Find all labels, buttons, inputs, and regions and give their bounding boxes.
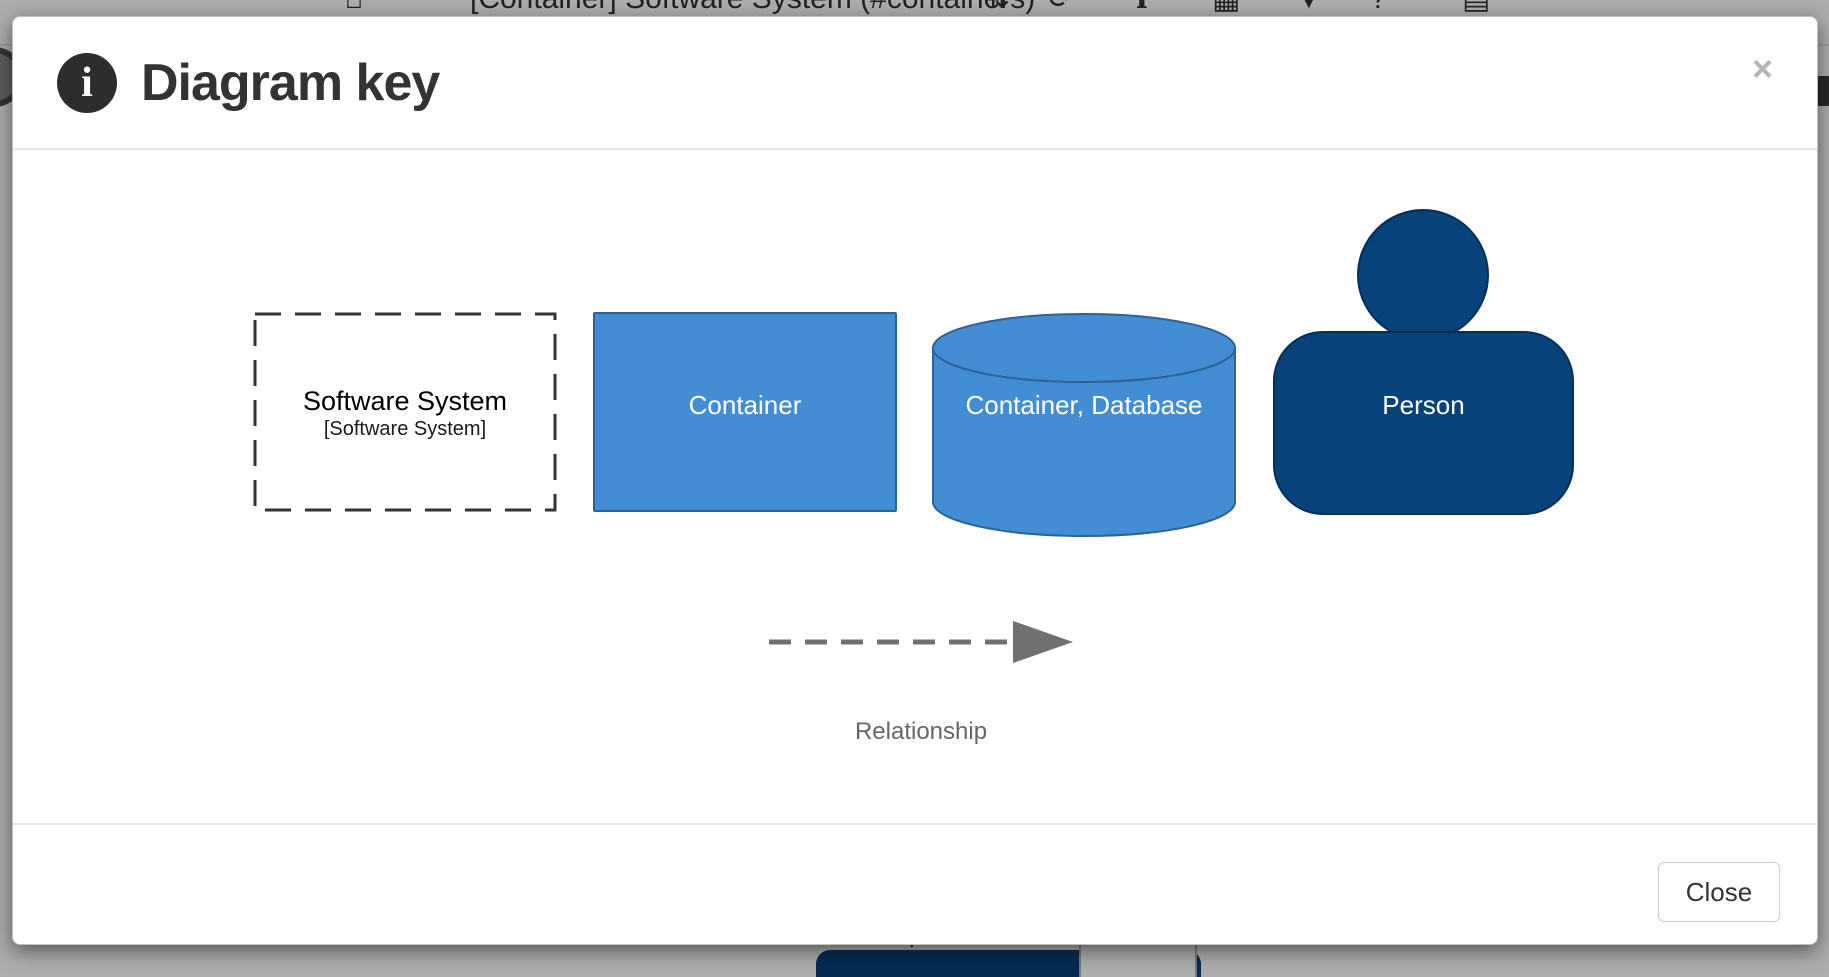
modal-title: Diagram key (141, 53, 440, 112)
close-button[interactable]: Close (1658, 862, 1780, 922)
key-software-system (253, 312, 557, 512)
home-icon[interactable]: ⌂ (345, 0, 363, 14)
diagram-key-modal: i Diagram key × Software System [Softwar… (12, 16, 1818, 945)
print-icon[interactable]: ▤ (1462, 0, 1490, 14)
database-cylinder (932, 313, 1236, 537)
person-head (1357, 209, 1489, 341)
refresh-icon[interactable]: ⟳ (1048, 0, 1073, 14)
info-toolbar-icon[interactable]: ℹ (1136, 0, 1147, 14)
person-label: Person (1382, 390, 1465, 420)
key-software-system-text: Software System [Software System] (253, 386, 557, 442)
diagram-selector[interactable]: [Container] Software System (#containers… (470, 0, 1035, 14)
person-body (1273, 331, 1574, 515)
save-icon[interactable]: ▦ (1212, 0, 1240, 14)
dashed-border (253, 312, 557, 512)
selector-arrows-icon[interactable]: ⇅ (985, 0, 1010, 14)
info-icon: i (57, 52, 117, 113)
filter-icon[interactable]: ▼ (1294, 0, 1324, 14)
modal-footer: Close (13, 823, 1817, 944)
software-system-name: Software System (302, 386, 508, 416)
key-container (593, 312, 897, 512)
software-system-meta: [Software System] (323, 418, 487, 440)
modal-close-icon[interactable]: × (1751, 48, 1773, 89)
database-label: Container, Database (965, 390, 1203, 420)
key-person: Person (1273, 209, 1574, 515)
diagram-key-canvas: Software System [Software System] Contai… (13, 150, 1817, 823)
modal-header: i Diagram key × (13, 17, 1817, 150)
help-icon[interactable]: ? (1370, 0, 1387, 14)
key-database (931, 312, 1237, 538)
dashed-arrow (769, 621, 1073, 663)
container-label: Container (688, 390, 802, 420)
relationship-label: Relationship (854, 718, 988, 745)
relationship-arrow (765, 618, 1077, 666)
